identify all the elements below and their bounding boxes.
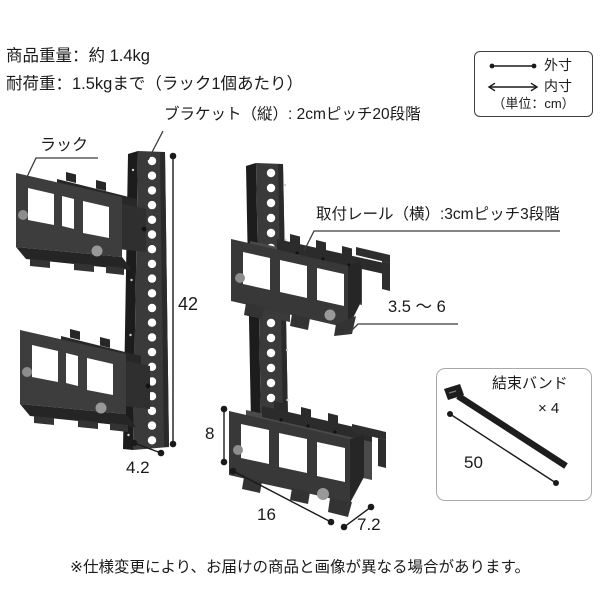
leader-rail-label (303, 230, 560, 252)
dim-line-rack-width (229, 467, 335, 526)
dim-bracket-width: 4.2 (126, 458, 150, 477)
unit-label: （単位：cm） (492, 96, 575, 111)
product-weight-text: 商品重量：約 1.4kg (6, 47, 150, 65)
dim-line-bracket-width (130, 439, 165, 457)
center-rack-upper (231, 234, 390, 336)
outer-dimension-label: 外寸 (544, 57, 572, 73)
dim-rack-height: 8 (205, 424, 215, 443)
cable-tie-quantity: × 4 (538, 400, 560, 417)
dim-line-bracket-height (169, 152, 177, 448)
dim-tie-length: 50 (464, 453, 483, 472)
dim-rack-width: 16 (257, 505, 276, 524)
dim-bracket-height: 42 (178, 294, 199, 314)
leader-bracket-label (147, 130, 164, 161)
inner-dimension-label: 内寸 (544, 78, 572, 94)
footnote-text: ※仕様変更により、お届けの商品と画像が異なる場合があります。 (69, 559, 530, 576)
center-rack-lower (229, 401, 386, 517)
dim-rack-depth: 7.2 (357, 515, 381, 534)
outer-dimension-line-icon (489, 63, 537, 69)
leader-hook-depth (348, 323, 458, 334)
tv-hook-icon (352, 424, 386, 468)
dim-line-tie-length (447, 411, 559, 486)
dimension-legend-box (474, 51, 593, 117)
dim-line-rack-height (220, 405, 228, 466)
rack-annotation: ラック (40, 137, 89, 154)
inner-dimension-line-icon (487, 82, 539, 92)
cable-tie-box (436, 368, 592, 501)
hook-depth-range: 3.5 ～ 6 (388, 298, 446, 316)
dim-line-rack-depth (340, 503, 375, 531)
rail-annotation: 取付レール（横）:3cmピッチ3段階 (316, 206, 560, 223)
cable-tie-icon (444, 384, 568, 469)
tv-hook-icon (356, 247, 390, 291)
leader-rack-label (25, 157, 98, 180)
bracket-annotation: ブラケット（縦）: 2cmピッチ20段階 (164, 106, 421, 123)
cable-tie-name: 結束バンド (492, 375, 568, 392)
load-capacity-text: 耐荷重：1.5kgまで（ラック1個あたり） (6, 75, 304, 93)
